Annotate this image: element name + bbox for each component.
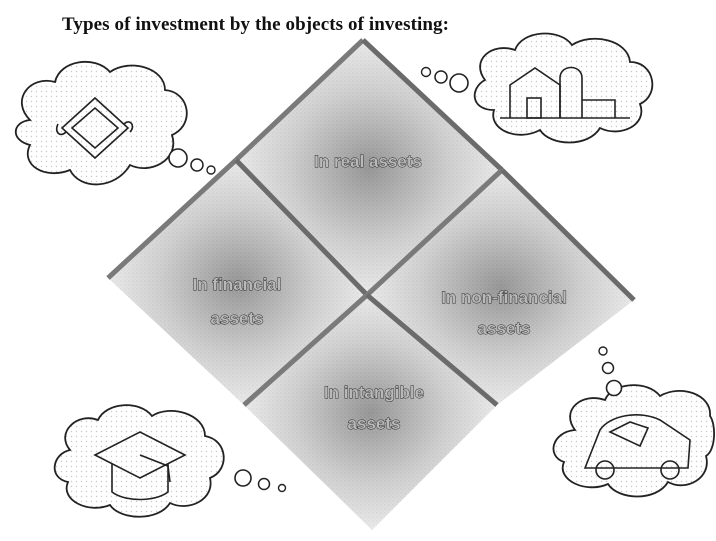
diagram-title: Types of investment by the objects of in…: [62, 14, 450, 35]
thought-cloud-bottom-right: [552, 346, 715, 498]
label-financial-line2: assets: [211, 309, 264, 328]
label-financial-line1: In financial: [193, 275, 282, 294]
graduation-cap-icon: [93, 431, 187, 501]
label-non-financial-line2: assets: [478, 319, 531, 338]
quadrant-intangible-assets: In intangible assets: [242, 293, 499, 530]
label-real-assets: In real assets: [314, 152, 422, 171]
car-icon: [583, 414, 691, 480]
thought-cloud-top-left: [14, 61, 216, 186]
thought-cloud-bottom-left: [53, 404, 287, 518]
label-intangible-line1: In intangible: [324, 383, 424, 402]
label-intangible-line2: assets: [348, 414, 401, 433]
quadrant-non-financial-assets: In non-financial assets: [365, 168, 636, 405]
quadrant-financial-assets: In financial assets: [106, 158, 369, 405]
document-scroll-icon: [55, 96, 134, 160]
farm-barn-icon: [500, 66, 630, 119]
thought-cloud-top-right: [420, 32, 654, 144]
label-non-financial-line1: In non-financial: [441, 288, 567, 307]
